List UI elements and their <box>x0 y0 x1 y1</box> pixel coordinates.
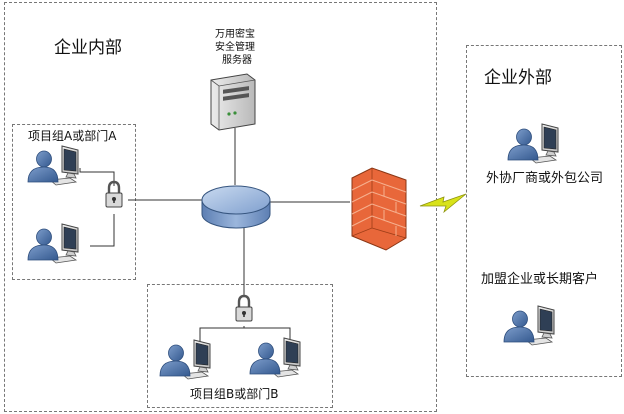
group-b-boundary <box>147 284 333 408</box>
server-label-line-1: 万用密宝 <box>215 29 255 40</box>
group-a-boundary <box>12 124 136 280</box>
partner-label: 外协厂商或外包公司 <box>486 171 604 186</box>
lightning-icon <box>419 193 467 214</box>
user-workstation-a1 <box>27 145 79 186</box>
partner-workstation <box>507 123 559 164</box>
inside-boundary <box>4 2 437 412</box>
user-workstation-b2 <box>249 337 301 378</box>
outside-boundary <box>466 45 622 377</box>
firewall-icon <box>351 167 407 251</box>
group-a-label: 项目组A或部门A <box>28 129 117 143</box>
user-workstation-b1 <box>159 339 211 380</box>
server-icon <box>210 73 256 131</box>
server-label-line-3: 服务器 <box>222 55 252 66</box>
connection-lines <box>79 128 350 344</box>
server-label-line-2: 安全管理 <box>215 42 255 53</box>
padlock-icon-b <box>234 294 254 323</box>
outside-title: 企业外部 <box>484 68 552 88</box>
franchise-workstation <box>503 305 555 346</box>
franchise-label: 加盟企业或长期客户 <box>481 272 599 287</box>
group-b-label: 项目组B或部门B <box>190 387 279 401</box>
inside-title: 企业内部 <box>54 38 122 58</box>
hub-icon <box>201 185 271 229</box>
user-workstation-a2 <box>27 223 79 264</box>
